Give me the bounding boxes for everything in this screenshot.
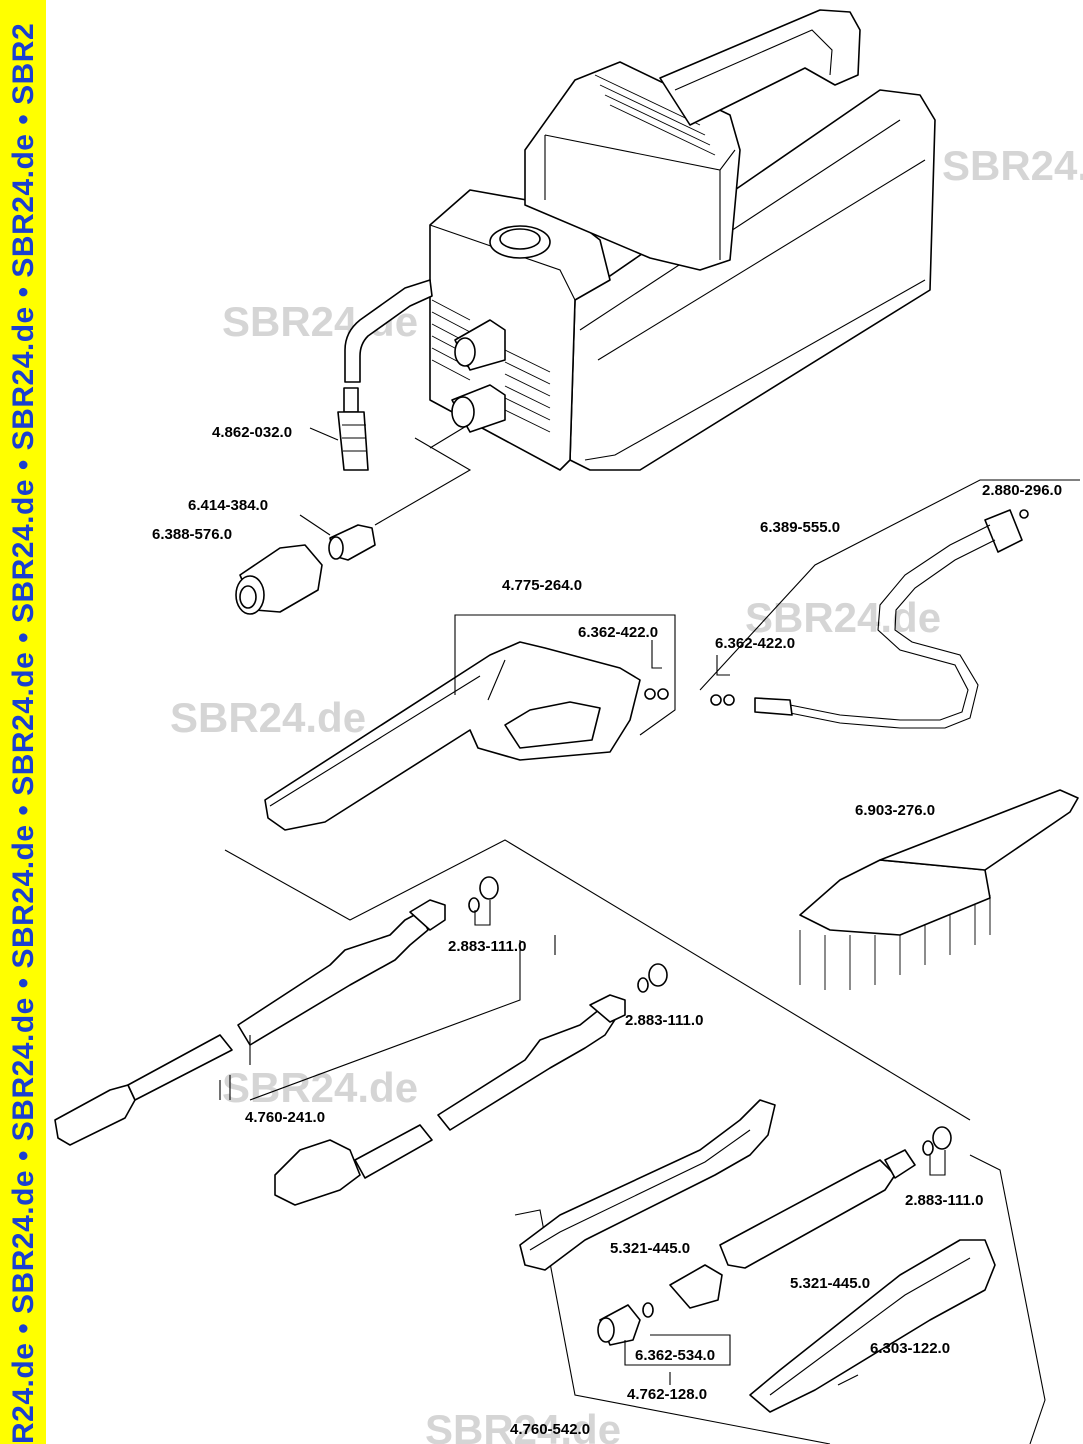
high-pressure-hose xyxy=(699,479,1080,729)
label-brush: 6.903-276.0 xyxy=(855,802,935,819)
label-coupling: 6.388-576.0 xyxy=(152,526,232,543)
pressure-washer-unit xyxy=(344,9,936,471)
grip-shell-left xyxy=(519,1099,776,1271)
leader-lance3-oring xyxy=(929,1150,946,1176)
spray-lance-2 xyxy=(274,963,668,1206)
watermark-6: SBR24.de xyxy=(425,1406,621,1444)
wash-brush xyxy=(799,789,1079,990)
watermark-5: SBR24.de xyxy=(222,1064,418,1111)
label-gun-oring: 6.362-422.0 xyxy=(578,624,658,641)
leader-lance1 xyxy=(229,900,556,1100)
brand-sidebar: R24.de • SBR24.de • SBR24.de • SBR24.de … xyxy=(0,0,46,1444)
watermark-3: SBR24.de xyxy=(745,594,941,641)
assembly-bracket xyxy=(514,1154,1046,1444)
trigger-gun xyxy=(264,614,676,831)
box-nozzle-oring xyxy=(624,1334,731,1366)
label-lance-assembly: 4.760-542.0 xyxy=(510,1421,590,1438)
grip-shell-right xyxy=(749,1239,996,1413)
adapter-nipple xyxy=(299,514,376,561)
watermark-4: SBR24.de xyxy=(170,694,366,741)
label-lance1-oring: 2.883-111.0 xyxy=(448,938,526,955)
hose-coupling xyxy=(235,544,323,615)
label-grip-left: 5.321-445.0 xyxy=(610,1240,690,1257)
label-screw: 6.303-122.0 xyxy=(870,1340,950,1357)
label-lance3-oring: 2.883-111.0 xyxy=(905,1192,983,1209)
watermark-1: SBR24.de xyxy=(942,142,1083,189)
label-filter: 4.862-032.0 xyxy=(212,424,292,441)
leader-lance-main xyxy=(219,940,521,1101)
lance-assembly-parts xyxy=(597,1126,952,1346)
label-hose: 6.389-555.0 xyxy=(760,519,840,536)
leader-lance-group xyxy=(224,839,971,1121)
spray-lance-1 xyxy=(54,876,499,1146)
water-filter xyxy=(309,387,369,471)
leader-outlet xyxy=(374,424,472,526)
gun-oring-part xyxy=(644,640,669,700)
label-grip-right: 5.321-445.0 xyxy=(790,1275,870,1292)
label-nozzle: 4.762-128.0 xyxy=(627,1386,707,1403)
label-gun: 4.775-264.0 xyxy=(502,577,582,594)
hose-oring-end xyxy=(710,655,735,706)
label-adapter-nipple: 6.414-384.0 xyxy=(188,497,268,514)
label-lance-main: 4.760-241.0 xyxy=(245,1109,325,1126)
label-hose-oring-top: 2.880-296.0 xyxy=(982,482,1062,499)
label-nozzle-oring: 6.362-534.0 xyxy=(635,1347,715,1364)
label-hose-oring-end: 6.362-422.0 xyxy=(715,635,795,652)
label-lance2-oring: 2.883-111.0 xyxy=(625,1012,703,1029)
